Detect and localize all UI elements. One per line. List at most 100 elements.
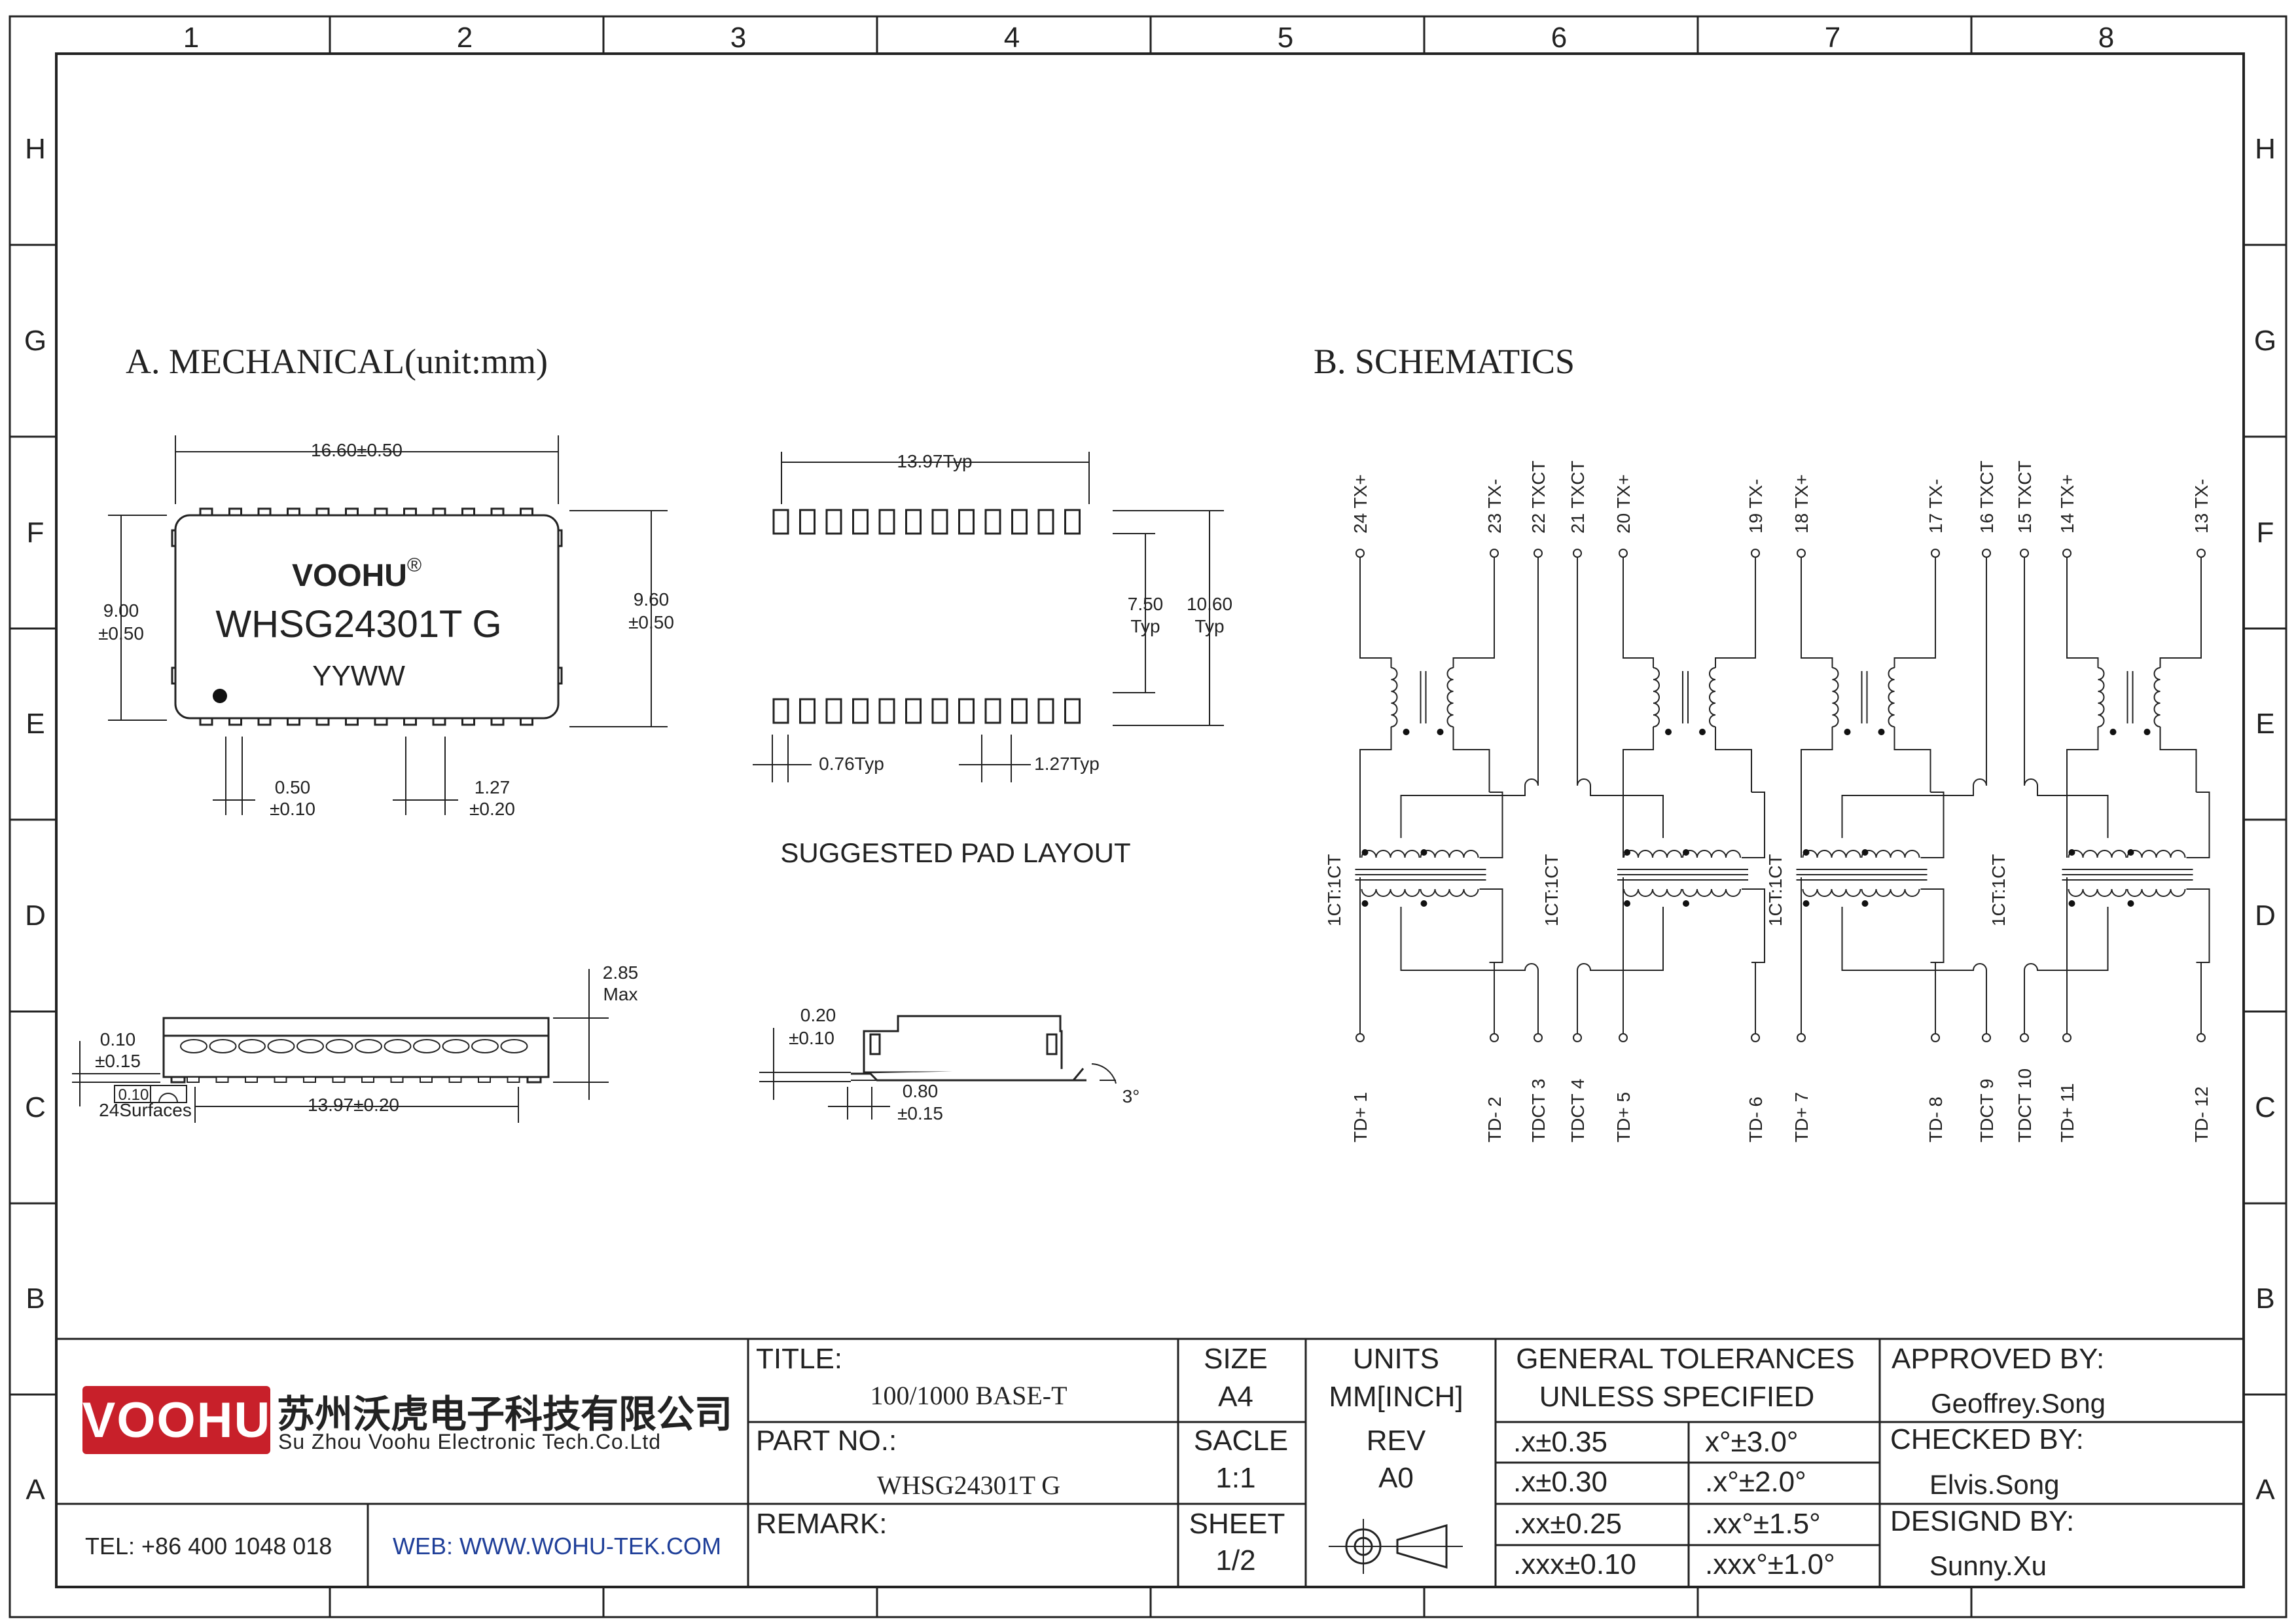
- row-label-b-right: B: [2255, 1283, 2274, 1315]
- pin1-marker: [213, 689, 227, 703]
- partno-value: WHSG24301T G: [877, 1470, 1060, 1500]
- transformer-coil: [2098, 667, 2105, 727]
- company-name-cn: 苏州沃虎电子科技有限公司: [277, 1393, 732, 1436]
- side-pin: [332, 1076, 346, 1083]
- side-pin: [420, 1076, 433, 1083]
- dim-pad-width: 0.76Typ: [819, 754, 884, 774]
- lead-detail-view: [851, 1015, 1086, 1082]
- schematic-pin-bottom: [2062, 1033, 2072, 1042]
- choke-coil: [2126, 850, 2186, 858]
- side-pin: [245, 1076, 258, 1083]
- wire: [1452, 727, 1490, 792]
- schematic-pin-bottom: [1573, 1033, 1582, 1042]
- wire: [1479, 888, 1503, 963]
- schematic-pin-top: [1534, 549, 1543, 558]
- side-lead-oval: [267, 1039, 295, 1053]
- row-label-h: H: [25, 133, 46, 165]
- title-block-fields: TITLE: 100/1000 BASE-T PART NO.: WHSG243…: [756, 1343, 2106, 1581]
- dim-pad-overall-label: Typ: [1194, 616, 1224, 636]
- pad-bottom: [1064, 698, 1081, 724]
- schematic-pin-top: [2062, 549, 2072, 558]
- transformer-coil: [1653, 667, 1660, 727]
- pad-top: [984, 509, 1001, 535]
- col-label-7: 7: [1825, 22, 1840, 54]
- package-side-view: [162, 1017, 550, 1084]
- side-lead-left: [170, 1076, 186, 1084]
- dim-pin-pitch-tol: ±0.20: [469, 799, 515, 819]
- logo-text: VOOHU: [82, 1393, 272, 1448]
- polarity-dot: [1803, 849, 1810, 856]
- scale-value: 1:1: [1215, 1462, 1255, 1494]
- drawing-frame: [9, 15, 2287, 1618]
- dim-lead-span-tol: ±0.50: [628, 612, 674, 632]
- company-tel: TEL: +86 400 1048 018: [85, 1533, 332, 1559]
- wire: [1930, 962, 1936, 1034]
- schematic-pin-bottom: [1982, 1033, 1991, 1042]
- polarity-dot: [1844, 729, 1851, 735]
- polarity-dot: [1665, 729, 1672, 735]
- dim-pin-width: 0.50: [275, 777, 311, 797]
- pad-top: [1064, 509, 1081, 535]
- row-labels-right: H G F E D C B A: [2254, 133, 2276, 1506]
- polarity-dot: [2144, 729, 2151, 735]
- pin-label-bottom: TD+ 5: [1613, 1092, 1634, 1142]
- side-view-lead-ovals: [180, 1039, 528, 1053]
- package-date-code: YYWW: [312, 660, 405, 692]
- schematic-pin-top: [1751, 549, 1760, 558]
- pin-label-top: 16 TXCT: [1977, 460, 1997, 534]
- pad-bottom: [772, 698, 789, 724]
- pad-layout-dimensions: [753, 452, 1224, 782]
- tolerance-linear-3: .xx±0.25: [1513, 1508, 1622, 1540]
- polarity-dot: [2068, 849, 2075, 856]
- choke-coil: [2068, 850, 2127, 858]
- side-pin: [478, 1076, 491, 1083]
- ratio-label: 1CT:1CT: [1324, 854, 1344, 926]
- side-lead-oval: [471, 1039, 499, 1053]
- ratio-label: 1CT:1CT: [1541, 854, 1562, 926]
- dim-lead-span: 9.60: [634, 589, 670, 610]
- polarity-dot: [1624, 849, 1630, 856]
- schematic-pin-top: [2020, 549, 2029, 558]
- side-lead-oval: [296, 1039, 324, 1053]
- units-label: UNITS: [1353, 1343, 1439, 1375]
- pin-label-top: 18 TX+: [1791, 474, 1812, 534]
- pad-bottom: [984, 698, 1001, 724]
- side-lead-oval: [355, 1039, 382, 1053]
- wire: [1801, 727, 1833, 858]
- pad-top: [799, 509, 816, 535]
- schematic-pin-top: [1931, 549, 1940, 558]
- pad-bottom: [1011, 698, 1028, 724]
- choke-coil: [1861, 850, 1920, 858]
- center-tap-wire: [1577, 907, 1664, 1034]
- side-view-dimensions: [72, 969, 609, 1123]
- package-body: [174, 514, 560, 720]
- center-tap-wire: [1841, 557, 1987, 838]
- wire: [1452, 557, 1495, 668]
- top-view-dimension-text: 16.60±0.50 9.00 ±0.50 9.60 ±0.50 0.50 ±0…: [98, 440, 674, 819]
- pin-label-bottom: TD- 12: [2191, 1086, 2212, 1142]
- side-pin: [187, 1076, 200, 1083]
- pin-label-bottom: TD+ 7: [1791, 1092, 1812, 1142]
- wire: [1715, 557, 1756, 668]
- company-logo: VOOHU: [82, 1386, 272, 1454]
- row-label-d-right: D: [2255, 900, 2276, 932]
- side-pin: [303, 1076, 316, 1083]
- pad-bottom: [825, 698, 842, 724]
- dim-side-span: 13.97±0.20: [308, 1095, 399, 1115]
- approved-value: Geoffrey.Song: [1931, 1388, 2106, 1419]
- choke-coil: [1861, 888, 1920, 897]
- schematic-pin-top: [1490, 549, 1499, 558]
- polarity-dot: [1420, 900, 1427, 907]
- choke-coil: [1802, 850, 1861, 858]
- company-web[interactable]: WEB: WWW.WOHU-TEK.COM: [393, 1533, 721, 1559]
- tolerance-heading-2: UNLESS SPECIFIED: [1539, 1381, 1815, 1413]
- units-value: MM[INCH]: [1329, 1381, 1463, 1413]
- polarity-dot: [2109, 729, 2117, 735]
- pad-bottom: [958, 698, 975, 724]
- pin-label-top: 22 TXCT: [1528, 460, 1549, 534]
- choke-coil: [1361, 888, 1420, 897]
- transformer-coil: [1832, 667, 1839, 727]
- tolerance-angular-2: .x°±2.0°: [1705, 1466, 1806, 1498]
- wire: [2159, 557, 2202, 668]
